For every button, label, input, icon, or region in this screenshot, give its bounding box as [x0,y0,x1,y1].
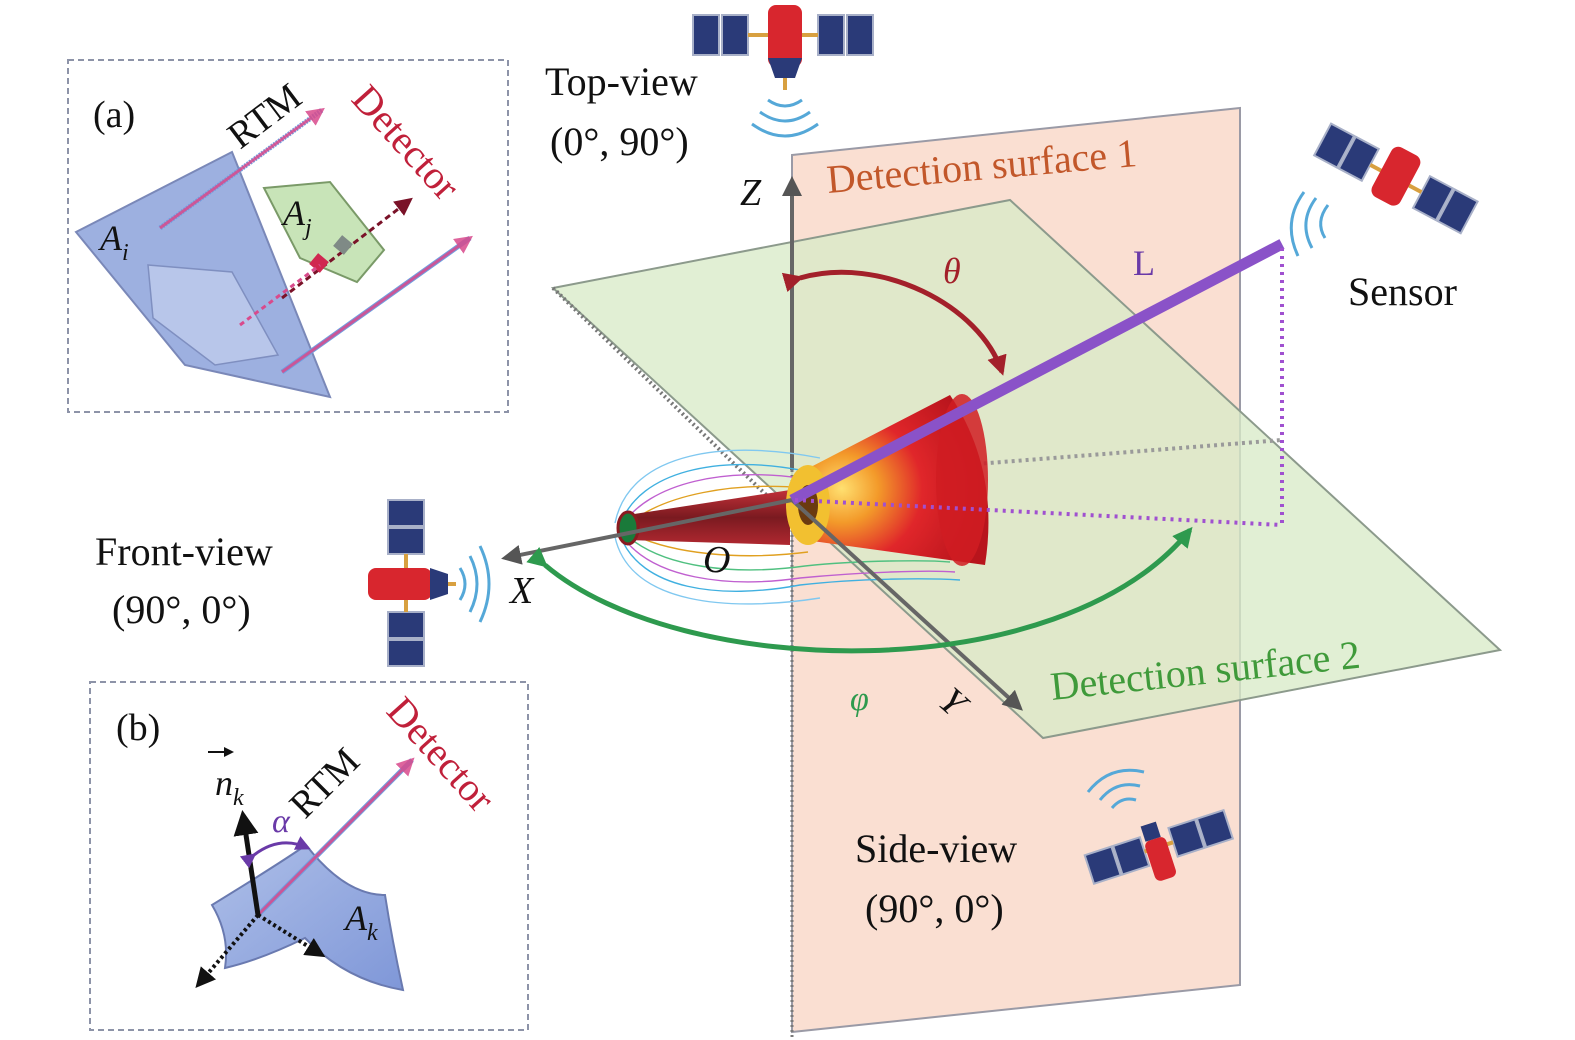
side-view-angles: (90°, 0°) [865,886,1004,931]
ai-label: Ai [98,218,129,266]
phi-arc [526,526,1193,654]
front-view-title: Front-view [95,529,273,574]
z-axis-label: Z [740,172,762,214]
alpha-label: α [272,803,291,840]
side-signal-icon [1086,768,1145,809]
panel-b-tag: (b) [116,707,160,749]
aj-label: Aj [281,193,312,241]
sensor-satellite-icon [1312,122,1479,235]
phi-label: φ [850,681,869,718]
sensor-signal-icon [1289,191,1330,257]
los-label: L [1133,243,1155,283]
inset-panel-b [89,681,529,1031]
inset-panel-a [67,59,509,413]
top-view-angles: (0°, 90°) [550,119,689,164]
ak-label: Ak [343,898,378,946]
theta-arc [781,269,1007,376]
top-satellite-icon [692,5,874,138]
front-view-angles: (90°, 0°) [112,587,251,632]
side-satellite-icon [1083,808,1235,886]
line-of-sight [789,239,1285,505]
front-signal-icon [458,545,491,623]
front-satellite-icon [368,499,456,667]
panel-a-tag: (a) [93,94,135,136]
nk-label: nk [215,763,244,811]
x-axis-label: X [508,570,535,612]
theta-label: θ [943,251,961,291]
los-projection [794,248,1284,527]
origin-label: O [703,539,730,581]
side-view-title: Side-view [855,826,1017,871]
top-view-title: Top-view [545,59,698,104]
sensor-label: Sensor [1348,269,1457,314]
